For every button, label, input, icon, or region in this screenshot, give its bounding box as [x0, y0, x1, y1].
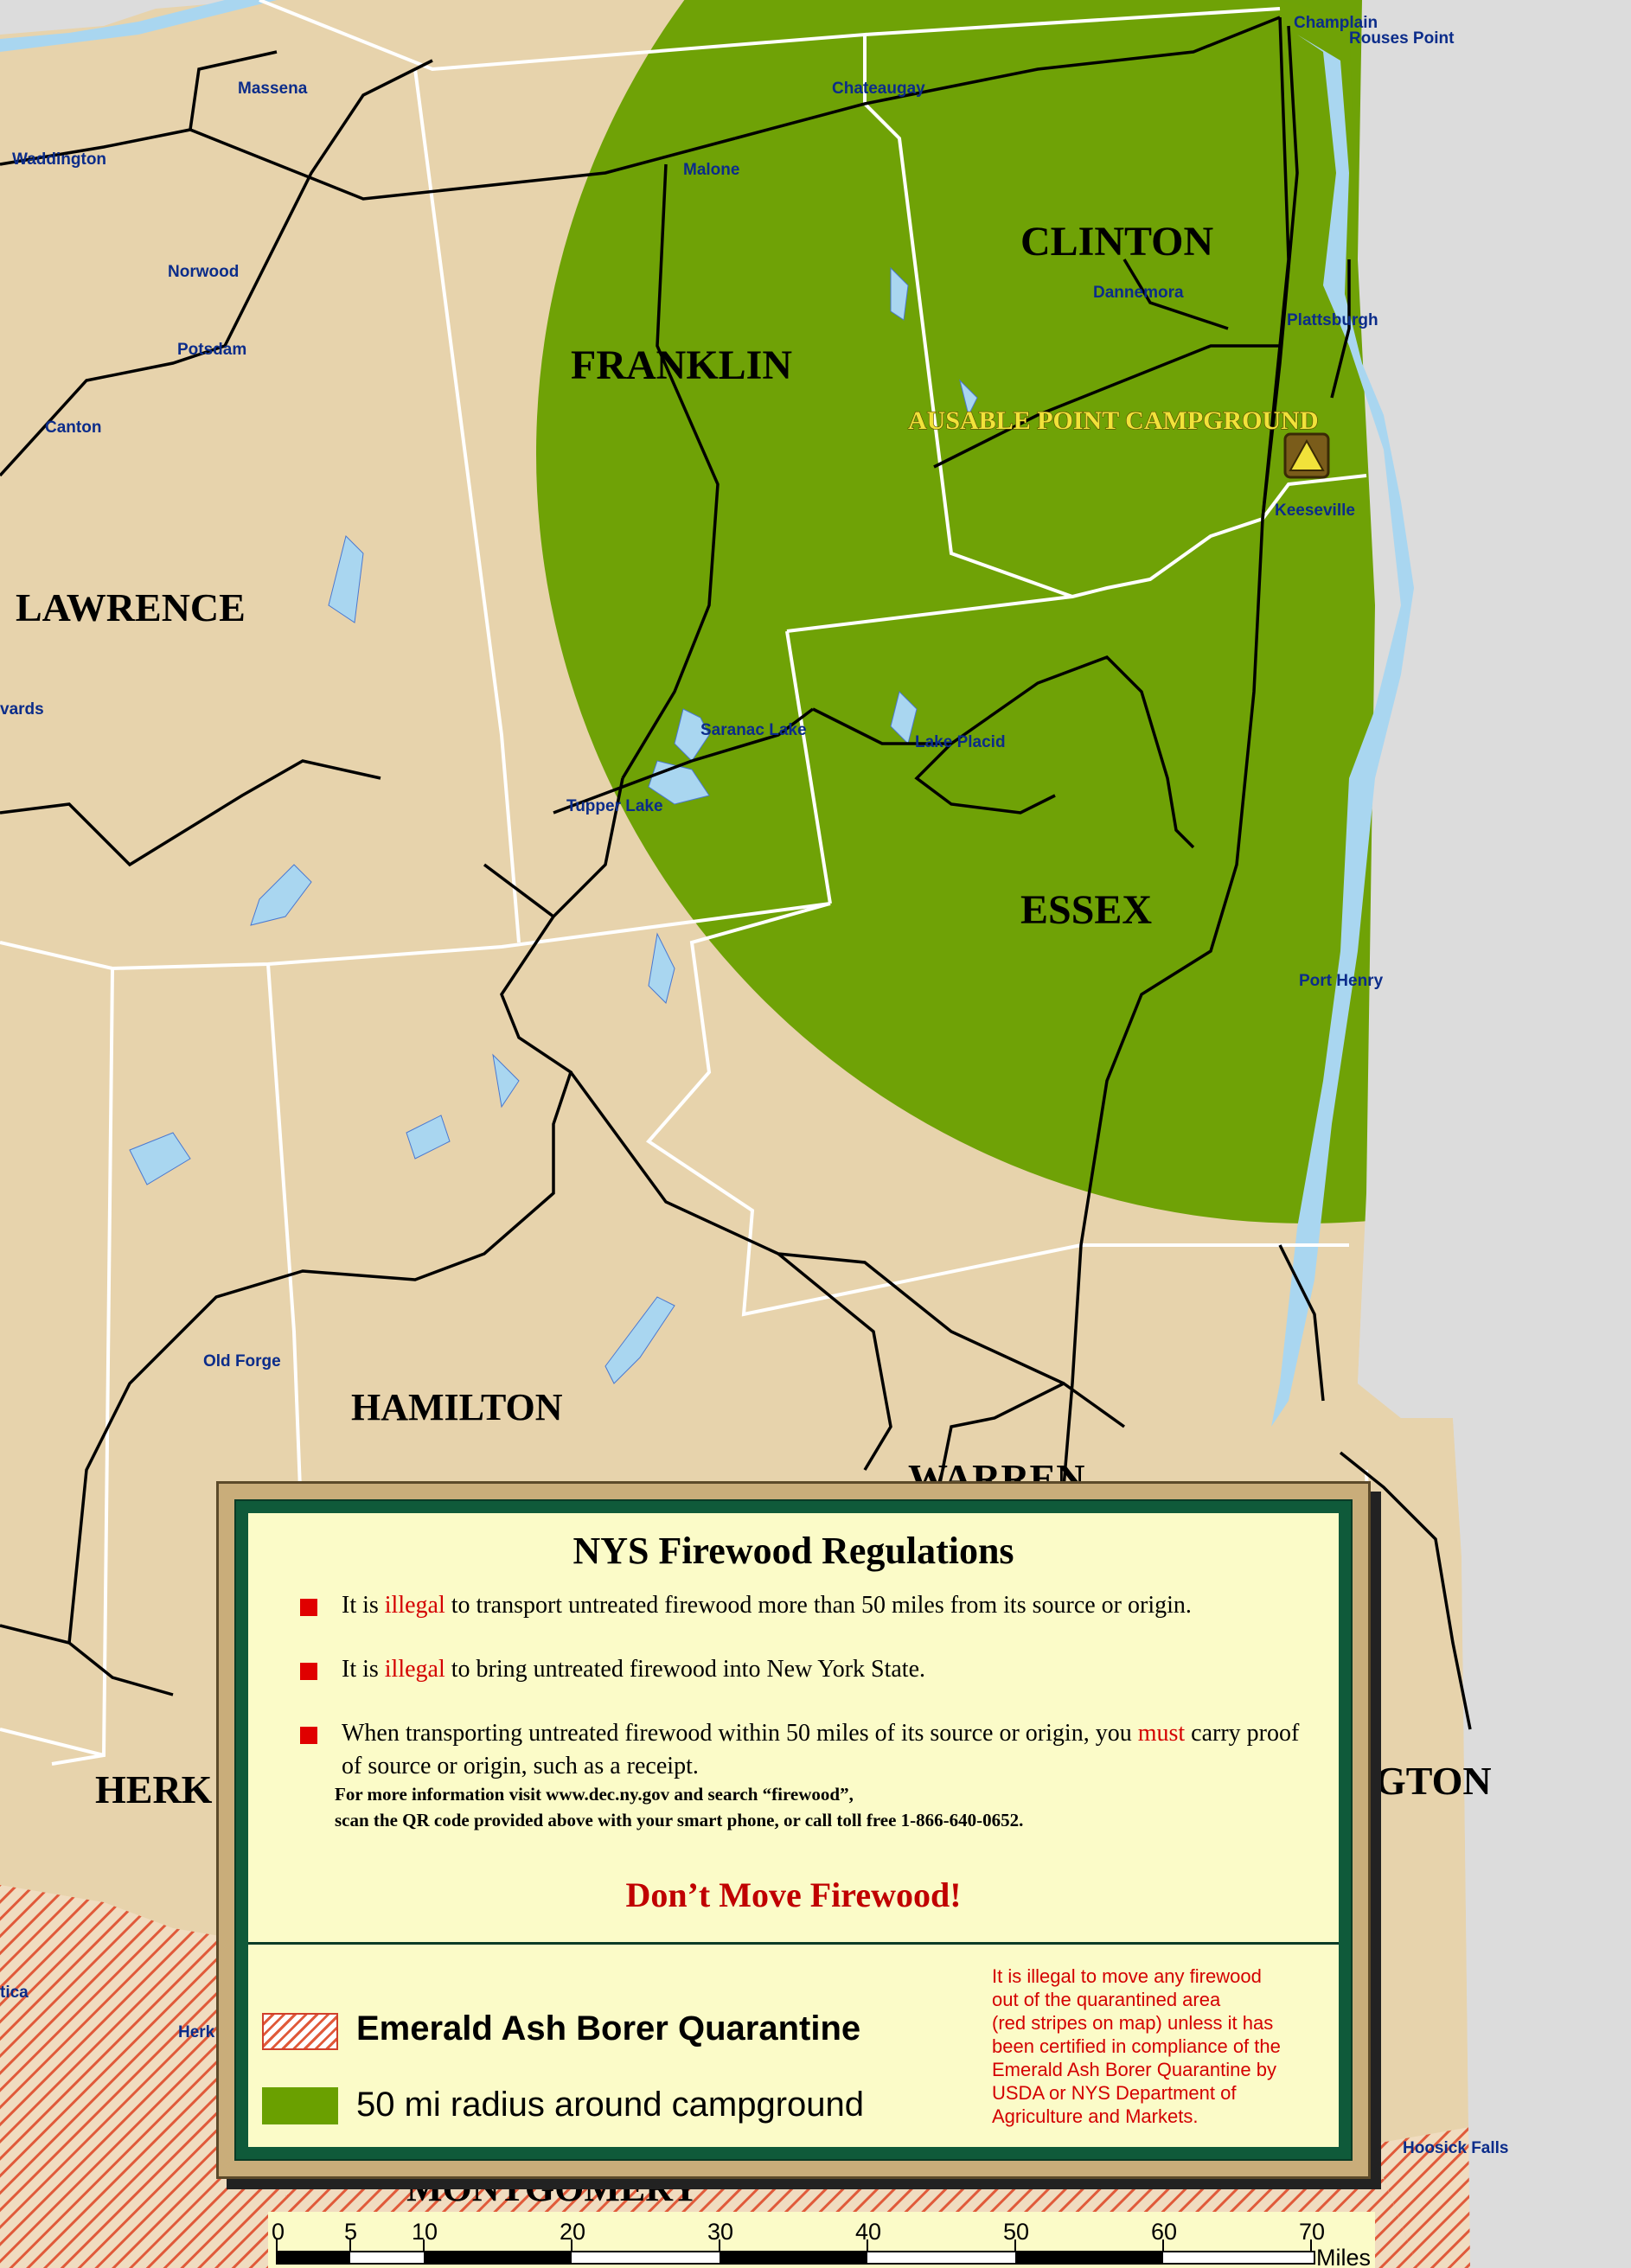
county-label-franklin: FRANKLIN: [571, 342, 792, 388]
town-label: vards: [0, 700, 44, 719]
town-label: Norwood: [168, 263, 239, 281]
town-label: Port Henry: [1299, 972, 1384, 990]
scale-unit: Miles: [1316, 2245, 1371, 2268]
town-label: Tupper Lake: [566, 797, 663, 815]
eab-quarantine-area-right: [1371, 2127, 1470, 2268]
county-label-hamilton: HAMILTON: [351, 1386, 563, 1428]
county-label-washington: GTON: [1375, 1759, 1492, 1803]
regulation-rule-2: It is illegal to bring untreated firewoo…: [300, 1653, 1321, 1686]
rule-text: It is: [342, 1592, 385, 1619]
scale-label-60: 60: [1151, 2219, 1177, 2245]
rule-text: to transport untreated firewood more tha…: [445, 1592, 1192, 1619]
town-labels: Champlain Rouses Point Massena Chateauga…: [0, 14, 1509, 2157]
rule-highlight: must: [1137, 1720, 1186, 1747]
scale-label-10: 10: [412, 2219, 438, 2245]
roads: [0, 16, 1472, 1730]
town-label: Potsdam: [177, 341, 246, 359]
rule-text: When transporting untreated firewood wit…: [342, 1720, 1138, 1747]
town-label: Dannemora: [1093, 284, 1184, 302]
rule-text: carry proof of source or origin, such as…: [342, 1720, 1300, 1779]
town-label: Plattsburgh: [1287, 311, 1378, 329]
rule-text: It is: [342, 1656, 385, 1683]
town-label: Rouses Point: [1349, 29, 1455, 48]
county-label-lawrence: LAWRENCE: [16, 585, 246, 629]
scale-label-70: 70: [1299, 2219, 1325, 2245]
scale-label-20: 20: [560, 2219, 585, 2245]
regulations-panel-content: NYS Firewood Regulations It is illegal t…: [248, 1513, 1339, 2147]
rule-highlight: illegal: [384, 1592, 445, 1619]
out-of-state-mask: [1358, 0, 1631, 2268]
town-label: Keeseville: [1275, 502, 1355, 520]
red-square-bullet-icon: [300, 1663, 317, 1680]
scale-ticks: [276, 2239, 1312, 2252]
rule-text: to bring untreated firewood into New Yor…: [445, 1656, 926, 1683]
town-label: Massena: [238, 80, 308, 98]
rule-highlight: illegal: [384, 1656, 445, 1683]
town-label: Champlain: [1294, 14, 1378, 32]
eab-quarantine-area: [0, 1885, 225, 2268]
radius-label: 50 mi radius around campground: [356, 2086, 865, 2124]
more-info-text: For more information visit www.dec.ny.go…: [335, 1784, 1024, 1830]
panel-divider: [248, 1942, 1339, 1945]
regulations-title: NYS Firewood Regulations: [572, 1530, 1014, 1572]
radius-swatch: [262, 2087, 338, 2124]
scale-label-5: 5: [344, 2219, 357, 2245]
town-label: Canton: [45, 418, 101, 437]
county-boundaries: [0, 0, 1377, 1766]
tent-triangle-glyph: [1289, 438, 1325, 471]
county-label-essex: ESSEX: [1020, 887, 1152, 933]
st-lawrence-river: [0, 0, 277, 52]
lakes: [129, 266, 978, 1384]
town-label: Herk: [178, 2023, 215, 2041]
town-label: Old Forge: [203, 1352, 281, 1370]
regulations-panel: NYS Firewood Regulations It is illegal t…: [216, 1481, 1371, 2179]
town-label: Lake Placid: [915, 733, 1006, 751]
town-label: Chateaugay: [832, 80, 925, 98]
slogan: Don’t Move Firewood!: [625, 1875, 962, 1914]
town-label: Waddington: [12, 150, 106, 169]
quarantine-note: It is illegal to move any firewood out o…: [992, 1965, 1281, 2127]
town-label: tica: [0, 1984, 29, 2002]
town-label: Saranac Lake: [700, 721, 807, 739]
scale-label-40: 40: [855, 2219, 881, 2245]
regulations-panel-border: NYS Firewood Regulations It is illegal t…: [234, 1499, 1353, 2161]
red-square-bullet-icon: [300, 1727, 317, 1744]
scale-bar-segments: [277, 2252, 1163, 2264]
town-label: Hoosick Falls: [1403, 2139, 1509, 2157]
scale-labels: 0 5 10 20 30 40 50 60 70 Miles: [272, 2219, 1371, 2268]
county-label-clinton: CLINTON: [1020, 219, 1214, 265]
lake-champlain: [1271, 35, 1414, 1427]
scale-label-50: 50: [1003, 2219, 1029, 2245]
regulation-rule-1: It is illegal to transport untreated fir…: [300, 1589, 1321, 1622]
campground-name: AUSABLE POINT CAMPGROUND: [908, 406, 1318, 435]
county-label-herkimer: HERK: [95, 1767, 213, 1811]
red-square-bullet-icon: [300, 1599, 317, 1616]
eab-quarantine-label: Emerald Ash Borer Quarantine: [356, 2009, 861, 2048]
scale-label-0: 0: [272, 2219, 285, 2245]
town-label: Malone: [683, 161, 739, 179]
eab-quarantine-swatch: [262, 2013, 338, 2050]
regulation-rule-3: When transporting untreated firewood wit…: [300, 1717, 1321, 1783]
scale-label-30: 30: [707, 2219, 733, 2245]
campground-marker: AUSABLE POINT CAMPGROUND: [907, 406, 1330, 479]
